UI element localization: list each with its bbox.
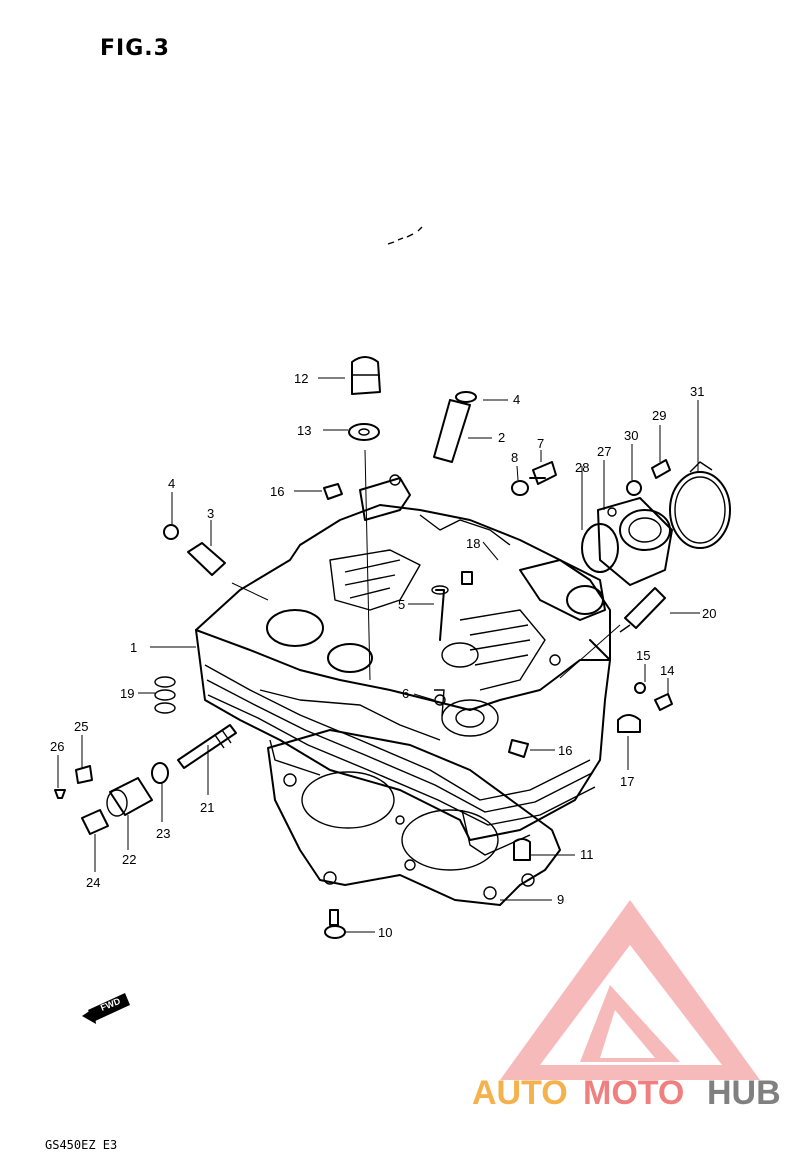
callout-5: 5: [398, 597, 405, 612]
cam-cap-bolt: [434, 689, 445, 717]
callout-7: 7: [537, 436, 544, 451]
plug-cap-upper: [323, 483, 343, 500]
o-ring-upper: [455, 391, 477, 403]
callout-17: 17: [620, 774, 634, 789]
o-ring-drive: [151, 762, 169, 784]
spark-plug: [624, 587, 666, 629]
callout-2: 2: [498, 430, 505, 445]
callout-30: 30: [624, 428, 638, 443]
retainer-clip: [75, 765, 93, 784]
callout-12: 12: [294, 371, 308, 386]
bolt-side: [654, 693, 673, 711]
callout-3: 3: [207, 506, 214, 521]
callout-14: 14: [660, 663, 674, 678]
dowel-pin: [513, 838, 531, 861]
drive-plug: [81, 809, 109, 835]
callout-6: 6: [402, 686, 409, 701]
clamp-screw: [651, 459, 671, 479]
callout-20: 20: [702, 606, 716, 621]
callout-8: 8: [511, 450, 518, 465]
callout-29: 29: [652, 408, 666, 423]
callout-9: 9: [557, 892, 564, 907]
head-bolt: [329, 909, 339, 926]
hose-clamp: [669, 471, 731, 549]
callout-1: 1: [130, 640, 137, 655]
dowel-pin-left: [187, 542, 226, 576]
callout-21: 21: [200, 800, 214, 815]
logo-text-auto: AUTO: [472, 1074, 568, 1112]
callout-23: 23: [156, 826, 170, 841]
callout-27: 27: [597, 444, 611, 459]
tachometer-drive-gear: [177, 724, 237, 769]
leader-lines: [57, 377, 700, 933]
cylinder-head-gasket: [267, 729, 561, 906]
callout-24: 24: [86, 875, 100, 890]
callout-25: 25: [74, 719, 88, 734]
union-bolt: [529, 461, 557, 485]
callout-26: 26: [50, 739, 64, 754]
callout-18: 18: [466, 536, 480, 551]
callout-4-upper: 4: [513, 392, 520, 407]
washer: [348, 423, 380, 441]
oil-pipe-sleeve: [433, 399, 471, 463]
callout-19: 19: [120, 686, 134, 701]
cam-bolt-long: [435, 589, 445, 641]
washer-side: [634, 682, 646, 694]
o-ring-left: [163, 524, 179, 540]
callout-31: 31: [690, 384, 704, 399]
automotohub-watermark-logo: AUTO MOTO HUB: [472, 900, 781, 1112]
plug-cap-lower: [508, 739, 529, 758]
callout-labels: 1 2 3 4 4 5 6 7 8 9 10 11 12 13 14 15 16…: [50, 371, 716, 940]
logo-text-moto: MOTO: [583, 1074, 684, 1112]
spacer-stack: [154, 676, 176, 714]
gasket-washer: [511, 480, 529, 496]
nut: [626, 480, 642, 496]
cap-nut: [351, 356, 381, 395]
model-code: GS450EZ E3: [45, 1138, 118, 1152]
intake-pipe-holder: [597, 497, 673, 586]
rubber-cap: [617, 714, 641, 733]
forward-direction-tag: FWD: [82, 993, 130, 1024]
callout-15: 15: [636, 648, 650, 663]
logo-text-hub: HUB: [707, 1074, 781, 1112]
callout-13: 13: [297, 423, 311, 438]
callout-16-upper: 16: [270, 484, 284, 499]
callout-28: 28: [575, 460, 589, 475]
figure-title: FIG.3: [100, 36, 170, 61]
callout-16-lower: 16: [558, 743, 572, 758]
tachometer-housing: [109, 777, 153, 816]
cylinder-head: [195, 474, 611, 856]
callout-11: 11: [580, 847, 594, 862]
callout-10: 10: [378, 925, 392, 940]
cam-chain-guide-block: [461, 571, 473, 585]
callout-4-left: 4: [168, 476, 175, 491]
intake-o-ring: [581, 523, 619, 573]
small-screw: [54, 789, 66, 799]
callout-22: 22: [122, 852, 136, 867]
